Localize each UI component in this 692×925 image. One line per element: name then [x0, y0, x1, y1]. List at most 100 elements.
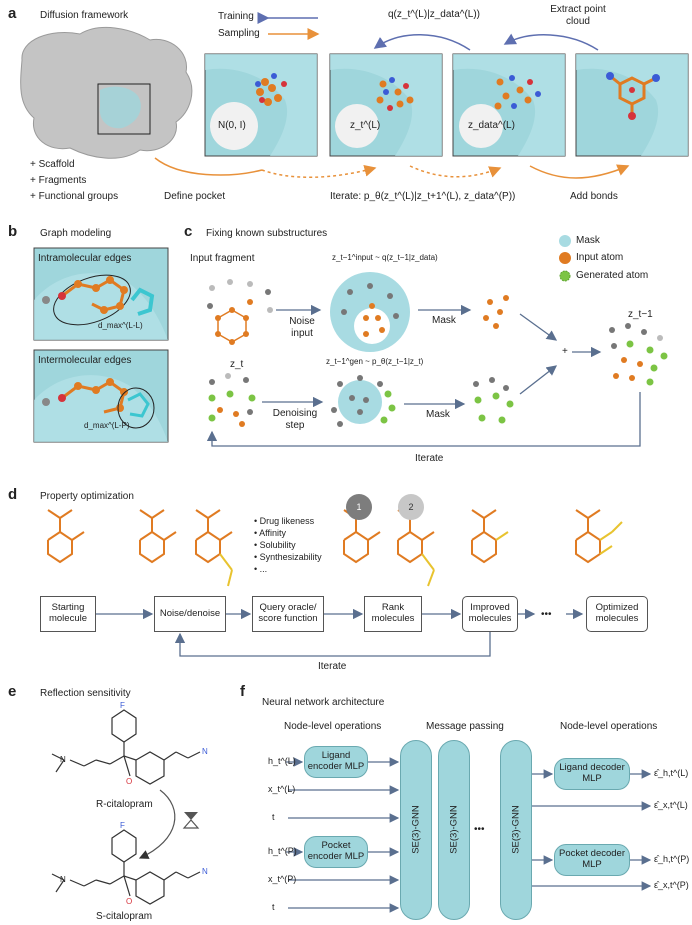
rank-molecules-box: Rank molecules — [364, 596, 422, 632]
d-ellipsis: ••• — [541, 609, 552, 620]
output-eps-xp: ε̂_x,t^(P) — [654, 880, 689, 890]
atom-n-top: N — [60, 755, 66, 764]
feature-scaffold: + Scaffold — [30, 159, 75, 170]
output-eps-hp: ε̂_h,t^(P) — [654, 854, 690, 864]
gnn-layer-2 — [438, 740, 470, 920]
input-t-ligand: t — [272, 812, 275, 822]
col-mid-label: Message passing — [426, 721, 504, 732]
gen-circle — [331, 375, 396, 427]
rank-badge-1: 1 — [346, 494, 372, 520]
panel-f-letter: f — [240, 683, 245, 700]
citalopram-structures — [51, 709, 201, 905]
panel-c-title: Fixing known substructures — [206, 228, 328, 239]
atoms-zt — [376, 77, 414, 111]
masked-gen-dots — [473, 377, 514, 424]
oracle-box: Query oracle/ score function — [252, 596, 324, 632]
input-hl: h_t^(L) — [268, 756, 296, 766]
col-right-label: Node-level operations — [560, 721, 658, 732]
r-citalopram-label: R-citalopram — [96, 799, 153, 810]
gnn-layer-2-label: SE(3)-GNN — [448, 805, 460, 854]
d-molecules — [47, 509, 623, 587]
atom-o-top: O — [126, 777, 133, 786]
optimized-molecules-box: Optimized molecules — [586, 596, 648, 632]
ztm1-dots — [609, 323, 668, 386]
masked-input-dots — [483, 295, 509, 329]
atoms-noise — [255, 73, 287, 106]
d-iterate-label: Iterate — [318, 661, 347, 672]
panel-c-letter: c — [184, 223, 193, 240]
z-input-label: z_t−1^input ~ q(z_t−1|z_data) — [332, 253, 438, 262]
atom-o-bottom: O — [126, 897, 133, 906]
inter-edges-label: Intermolecular edges — [38, 355, 132, 366]
define-pocket-arc — [154, 157, 263, 176]
sampling-legend: Sampling — [218, 28, 260, 39]
pocket-encoder-mlp: Pocket encoder MLP — [304, 836, 368, 868]
property-item: Solubility — [254, 539, 322, 551]
mask-label-1: Mask — [432, 315, 456, 326]
atom-n-bottom: N — [60, 875, 66, 884]
col-left-label: Node-level operations — [284, 721, 382, 732]
rank-badge-2: 2 — [398, 494, 424, 520]
legend-generated-atom: Generated atom — [576, 270, 649, 281]
input-fragment-label: Input fragment — [190, 253, 255, 264]
starting-molecule-box: Starting molecule — [40, 596, 96, 632]
property-list: Drug likeness Affinity Solubility Synthe… — [254, 515, 322, 575]
input-xl: x_t^(L) — [268, 784, 296, 794]
d-flow-arrows — [96, 608, 584, 657]
zdata-label: z_data^(L) — [468, 120, 515, 131]
input-fragment-dots — [207, 279, 273, 345]
ligand-decoder-mlp: Ligand decoder MLP — [554, 758, 630, 790]
forward-arc — [373, 34, 471, 51]
panel-a-title: Diffusion framework — [40, 10, 129, 21]
panel-d-title: Property optimization — [40, 491, 134, 502]
legend-mask: Mask — [576, 235, 600, 246]
atoms-zdata — [494, 75, 541, 110]
s-citalopram-label: S-citalopram — [96, 911, 153, 922]
define-pocket-label: Define pocket — [164, 191, 226, 202]
extract-arc — [503, 33, 599, 51]
forward-process-label: q(z_t^(L)|z_data^(L)) — [388, 9, 481, 20]
denoising-step-label: Denoising step — [272, 408, 318, 431]
zt-label: z_t^(L) — [350, 120, 381, 131]
plus-sign: + — [562, 346, 568, 357]
add-bonds-label: Add bonds — [570, 191, 618, 202]
ligand-encoder-mlp: Ligand encoder MLP — [304, 746, 368, 778]
molecule-bonds — [606, 72, 660, 120]
noise-input-label: Noise input — [289, 316, 315, 339]
feature-functional-groups: + Functional groups — [30, 191, 119, 202]
atom-f-top: F — [120, 701, 125, 710]
property-item: Drug likeness — [254, 515, 322, 527]
add-bonds-arc — [529, 164, 630, 179]
pocket-panels — [204, 53, 689, 157]
panel-d-letter: d — [8, 486, 18, 503]
panel-a-letter: a — [8, 5, 17, 22]
zt-row-label: z_t — [230, 359, 244, 370]
protein-surface — [20, 27, 193, 159]
gnn-layer-n-label: SE(3)-GNN — [510, 805, 522, 854]
property-item: Synthesizability — [254, 551, 322, 563]
iterate-sampling-label: Iterate: p_θ(z_t^(L)|z_t+1^(L), z_data^(… — [330, 191, 516, 202]
gnn-layer-1 — [400, 740, 432, 920]
zt-dots — [208, 373, 256, 427]
gnn-dots: ••• — [474, 824, 485, 835]
legend-input-atom: Input atom — [576, 252, 624, 263]
noise-distribution-label: N(0, I) — [218, 120, 246, 131]
c-legend — [559, 235, 571, 282]
f-arrows — [286, 757, 652, 913]
noise-denoise-box: Noise/denoise — [154, 596, 226, 632]
atom-f-bottom: F — [120, 821, 125, 830]
c-iterate-label: Iterate — [415, 453, 444, 464]
atom-nitrile-top: N — [202, 747, 208, 756]
z-gen-label: z_t−1^gen ~ p_θ(z_t−1|z_t) — [326, 357, 424, 366]
output-eps-xl: ε̂_x,t^(L) — [654, 800, 688, 810]
gnn-layer-n — [500, 740, 532, 920]
mask-label-2: Mask — [426, 409, 450, 420]
output-eps-hl: ε̂_h,t^(L) — [654, 768, 689, 778]
extract-point-cloud-label: Extract point cloud — [550, 4, 606, 27]
input-hp: h_t^(P) — [268, 846, 297, 856]
feature-fragments: + Fragments — [30, 175, 87, 186]
panel-f-title: Neural network architecture — [262, 697, 385, 708]
property-item: ... — [254, 563, 322, 575]
panel-e-letter: e — [8, 683, 17, 700]
